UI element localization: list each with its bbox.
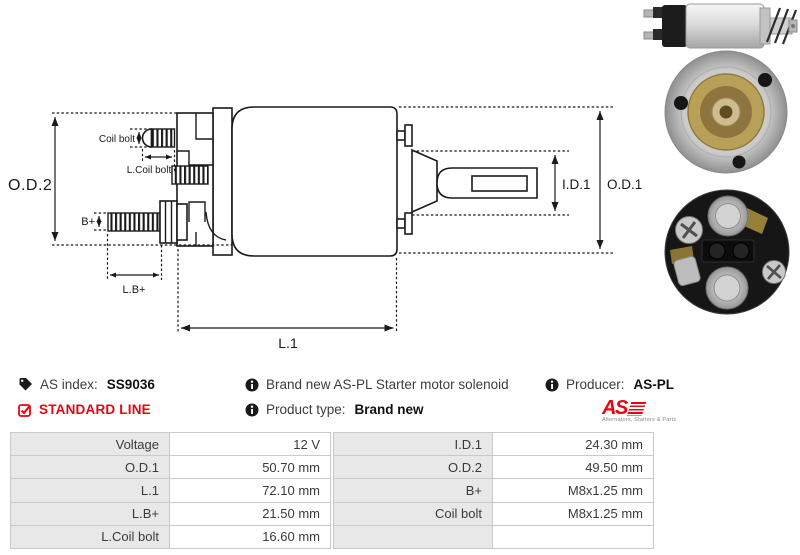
- photo-solenoid-back-view: [664, 189, 790, 315]
- photo-solenoid-side-view: [643, 3, 798, 49]
- spec-table-right: I.D.1 24.30 mm O.D.2 49.50 mm B+ M8x1.25…: [333, 431, 654, 549]
- dimension-l-coil-bolt: L.Coil bolt: [127, 149, 176, 176]
- spec-label: O.D.2: [333, 455, 493, 480]
- dim-label-l1: L.1: [278, 335, 298, 351]
- info-column-index: AS index: SS9036 STANDARD LINE: [18, 374, 155, 424]
- dim-label-od1: O.D.1: [607, 177, 642, 192]
- dimension-l-b-plus: L.B+: [106, 234, 163, 296]
- dimension-od2: O.D.2: [8, 112, 232, 246]
- spec-label: L.1: [10, 478, 170, 503]
- dimension-od1: O.D.1: [399, 106, 642, 254]
- producer-value: AS-PL: [633, 377, 675, 392]
- tag-icon: [18, 377, 33, 392]
- dim-label-coil-bolt: Coil bolt: [99, 134, 135, 145]
- standard-line-label: STANDARD LINE: [39, 402, 151, 417]
- spec-row: O.D.2 49.50 mm: [333, 455, 654, 480]
- spec-row: L.1 72.10 mm: [10, 478, 331, 503]
- spec-label: Voltage: [10, 431, 170, 457]
- spec-value: M8x1.25 mm: [492, 478, 654, 503]
- spec-value: 49.50 mm: [492, 455, 654, 480]
- spec-row: Coil bolt M8x1.25 mm: [333, 501, 654, 526]
- solenoid-body-shape: [231, 106, 398, 257]
- product-type-value: Brand new: [354, 402, 424, 417]
- checkbox-checked-icon: [18, 403, 32, 417]
- spec-row: B+ M8x1.25 mm: [333, 478, 654, 503]
- spec-label: B+: [333, 478, 493, 503]
- spec-label: L.B+: [10, 501, 170, 526]
- right-terminals: [396, 124, 413, 235]
- as-pl-logo-stripes-icon: [626, 402, 647, 416]
- info-column-description: Brand new AS-PL Starter motor solenoid P…: [245, 374, 509, 424]
- spec-row: O.D.1 50.70 mm: [10, 455, 331, 480]
- solenoid-cap-section: [107, 107, 233, 256]
- info-icon: [545, 378, 559, 392]
- info-column-producer: Producer: AS-PL AS Alternators, Starters…: [545, 374, 677, 423]
- spec-value: M8x1.25 mm: [492, 501, 654, 526]
- photo-solenoid-front-view: [664, 50, 788, 174]
- dim-label-od2: O.D.2: [8, 177, 52, 194]
- dimension-b-plus: B+: [81, 212, 108, 231]
- dim-label-l-coil-bolt: L.Coil bolt: [127, 165, 172, 176]
- dimension-l1: L.1: [177, 249, 398, 351]
- as-index-label: AS index:: [40, 377, 98, 392]
- spec-label: I.D.1: [333, 431, 493, 457]
- dim-label-l-b-plus: L.B+: [123, 284, 146, 296]
- producer-line: Producer: AS-PL: [545, 374, 674, 395]
- technical-drawing: O.D.2 Coil bolt L.Coil bolt B+ L.B+: [8, 106, 642, 351]
- as-pl-logo-text: AS: [602, 397, 628, 419]
- spec-value: 72.10 mm: [169, 478, 331, 503]
- product-photos: [643, 3, 798, 315]
- description-line: Brand new AS-PL Starter motor solenoid: [245, 374, 509, 395]
- spec-label: L.Coil bolt: [10, 524, 170, 549]
- spec-label: Coil bolt: [333, 501, 493, 526]
- as-pl-logo-subtext: Alternators, Starters & Parts: [602, 417, 677, 423]
- spec-value: 21.50 mm: [169, 501, 331, 526]
- as-pl-logo: AS Alternators, Starters & Parts: [602, 397, 677, 423]
- coil-bolt-shape: [141, 128, 153, 148]
- spec-label: [333, 524, 493, 549]
- spec-row: I.D.1 24.30 mm: [333, 431, 654, 457]
- spec-row: [333, 524, 654, 549]
- spec-label: O.D.1: [10, 455, 170, 480]
- b-plus-bolt-shape: [107, 212, 161, 232]
- product-type-label: Product type:: [266, 402, 346, 417]
- dim-label-b-plus: B+: [81, 216, 95, 228]
- spec-value: [492, 524, 654, 549]
- spec-row: L.B+ 21.50 mm: [10, 501, 331, 526]
- dimension-id1: I.D.1: [412, 150, 591, 216]
- standard-line: STANDARD LINE: [18, 399, 155, 420]
- as-index-line: AS index: SS9036: [18, 374, 155, 395]
- producer-label: Producer:: [566, 377, 625, 392]
- plunger-shaft: [411, 148, 538, 214]
- spec-table-left: Voltage 12 V O.D.1 50.70 mm L.1 72.10 mm…: [10, 431, 331, 549]
- spec-value: 12 V: [169, 431, 331, 457]
- dim-label-id1: I.D.1: [562, 177, 591, 192]
- threaded-bushing-shape: [171, 165, 209, 185]
- spec-row: L.Coil bolt 16.60 mm: [10, 524, 331, 549]
- spec-value: 24.30 mm: [492, 431, 654, 457]
- spec-value: 16.60 mm: [169, 524, 331, 549]
- product-type-line: Product type: Brand new: [245, 399, 509, 420]
- as-index-value: SS9036: [106, 377, 155, 392]
- product-info-bar: AS index: SS9036 STANDARD LINE: [0, 372, 800, 430]
- dimension-coil-bolt: Coil bolt: [99, 128, 151, 148]
- spec-value: 50.70 mm: [169, 455, 331, 480]
- info-icon: [245, 403, 259, 417]
- description-text: Brand new AS-PL Starter motor solenoid: [266, 377, 509, 392]
- info-icon: [245, 378, 259, 392]
- spec-row: Voltage 12 V: [10, 431, 331, 457]
